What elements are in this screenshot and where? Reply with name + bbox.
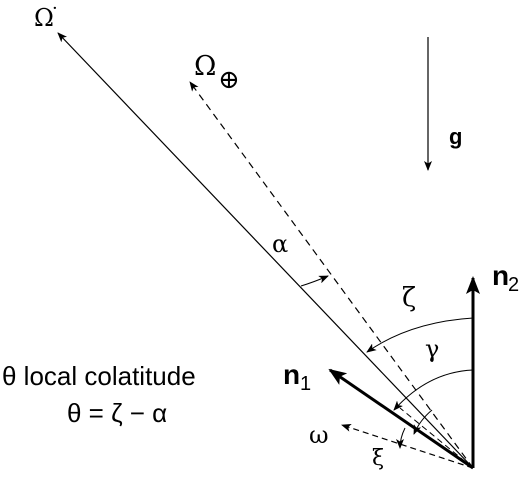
omega-earth-vector — [189, 81, 474, 469]
omega-vector — [341, 424, 474, 469]
xi-arc — [396, 427, 406, 449]
gravity-label: g — [449, 124, 462, 149]
n2-subscript: 2 — [508, 274, 519, 296]
n1-small-arc — [413, 409, 433, 435]
omega-earth-label: Ω — [194, 51, 216, 82]
gamma-arc — [393, 369, 474, 411]
omega-star-label: Ω — [34, 4, 54, 32]
dashed-ray — [399, 407, 474, 469]
omega-star-vector — [57, 32, 474, 469]
n1-label: n — [283, 359, 300, 390]
omega-star-superscript: · — [52, 0, 58, 19]
xi-label: ξ — [372, 446, 384, 471]
n2-label: n — [492, 260, 509, 291]
n1-subscript: 1 — [300, 373, 311, 395]
gamma-label: γ — [425, 335, 439, 363]
alpha-label: α — [272, 230, 288, 258]
alpha-arc — [300, 275, 329, 287]
omega-label: ω — [309, 421, 329, 449]
caption-line-1: θ local colatitude — [2, 361, 196, 391]
earth-symbol: ⊕ — [218, 65, 240, 95]
n1-vector — [328, 368, 474, 470]
zeta-label: ζ — [402, 283, 416, 313]
zeta-arc — [366, 317, 474, 353]
caption-line-2: θ = ζ − α — [67, 398, 167, 428]
